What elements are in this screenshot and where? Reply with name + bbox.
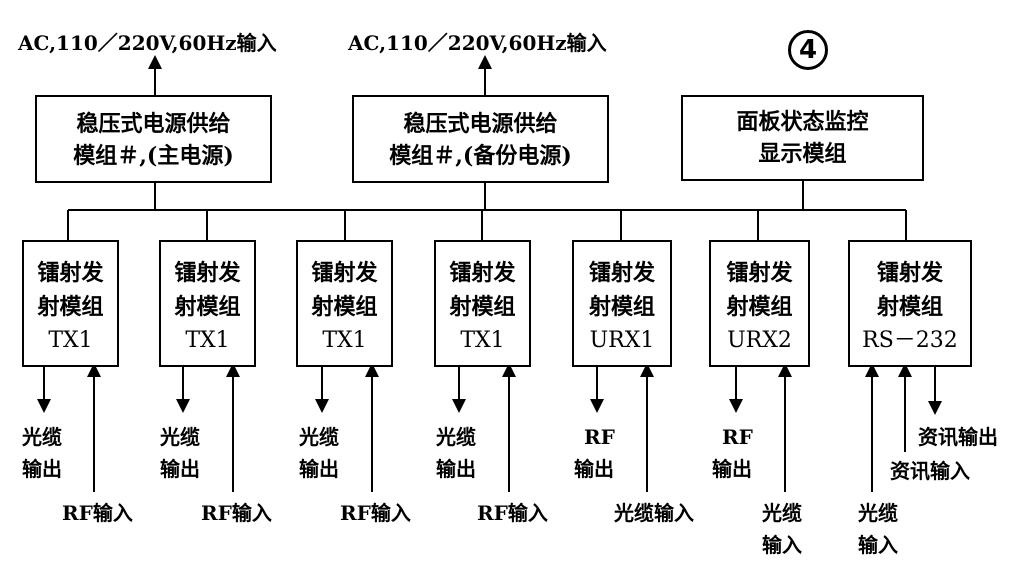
diagram-number-badge: 4: [788, 30, 828, 70]
monitor-module-line1: 面板状态监控: [736, 109, 869, 135]
out-label-2-b: 输出: [160, 457, 200, 481]
in-label-4: RF输入: [477, 501, 548, 525]
power-module-backup: 稳压式电源供给 模组＃,(备份电源): [352, 95, 609, 183]
data-in-label: 资讯输入: [890, 459, 970, 483]
out-label-6-b: 输出: [712, 457, 752, 481]
ac-input-label-main: AC,110／220V,60Hz输入: [18, 31, 277, 55]
power-module-main: 稳压式电源供给 模组＃,(主电源): [35, 95, 272, 183]
in-label-5: 光缆输入: [614, 501, 694, 525]
laser-module-5: 镭射发 射模组 URX1: [572, 240, 672, 367]
laser-module-1: 镭射发 射模组 TX1: [22, 240, 119, 367]
laser-module-6: 镭射发 射模组 URX2: [709, 240, 810, 367]
power-module-backup-line2: 模组＃,(备份电源): [389, 143, 572, 169]
power-module-main-line2: 模组＃,(主电源): [73, 143, 234, 169]
monitor-module-line2: 显示模组: [758, 141, 847, 167]
in-label-1: RF输入: [62, 501, 133, 525]
laser-module-4-line1: 镭射发: [449, 260, 516, 286]
laser-module-2-line2: 射模组: [174, 294, 241, 320]
in-label-2: RF输入: [201, 501, 272, 525]
laser-module-3-line3: TX1: [322, 328, 367, 353]
laser-module-1-line3: TX1: [48, 328, 93, 353]
power-module-backup-line1: 稳压式电源供给: [403, 111, 558, 137]
laser-module-1-line2: 射模组: [37, 294, 104, 320]
out-label-5-b: 输出: [574, 457, 614, 481]
out-label-4-a: 光缆: [436, 425, 476, 449]
laser-module-5-line3: URX1: [589, 328, 655, 353]
laser-module-5-line1: 镭射发: [588, 260, 655, 286]
laser-module-5-line2: 射模组: [588, 294, 655, 320]
out-label-4-b: 输出: [436, 457, 476, 481]
out-label-2-a: 光缆: [160, 425, 200, 449]
laser-module-2-line1: 镭射发: [174, 260, 241, 286]
laser-module-3-line1: 镭射发: [311, 260, 378, 286]
laser-module-6-line2: 射模组: [726, 294, 793, 320]
out-label-6-a: RF: [722, 425, 753, 449]
laser-module-7-line1: 镭射发: [876, 260, 943, 286]
data-out-label: 资讯输出: [918, 425, 998, 449]
laser-module-6-line3: URX2: [727, 328, 792, 353]
laser-module-2: 镭射发 射模组 TX1: [159, 240, 256, 367]
laser-module-4: 镭射发 射模组 TX1: [434, 240, 531, 367]
out-label-3-b: 输出: [299, 457, 339, 481]
laser-module-3: 镭射发 射模组 TX1: [296, 240, 393, 367]
laser-module-4-line3: TX1: [460, 328, 505, 353]
laser-module-7-line3: RS－232: [862, 328, 958, 353]
in-label-7-a: 光缆: [858, 501, 898, 525]
ac-input-label-backup: AC,110／220V,60Hz输入: [348, 31, 607, 55]
out-label-5-a: RF: [584, 425, 615, 449]
laser-module-1-line1: 镭射发: [37, 260, 104, 286]
power-module-main-line1: 稳压式电源供给: [76, 111, 231, 137]
laser-module-2-line3: TX1: [185, 328, 230, 353]
in-label-7-b: 输入: [858, 533, 898, 557]
laser-module-4-line2: 射模组: [449, 294, 516, 320]
laser-module-7-line2: 射模组: [876, 294, 943, 320]
in-label-3: RF输入: [340, 501, 411, 525]
in-label-6-b: 输入: [762, 533, 802, 557]
laser-module-3-line2: 射模组: [311, 294, 378, 320]
in-label-6-a: 光缆: [762, 501, 802, 525]
laser-module-6-line1: 镭射发: [726, 260, 793, 286]
out-label-3-a: 光缆: [299, 425, 339, 449]
out-label-1-a: 光缆: [22, 425, 62, 449]
laser-module-7: 镭射发 射模组 RS－232: [848, 240, 972, 367]
out-label-1-b: 输出: [22, 457, 62, 481]
monitor-module: 面板状态监控 显示模组: [681, 95, 924, 181]
